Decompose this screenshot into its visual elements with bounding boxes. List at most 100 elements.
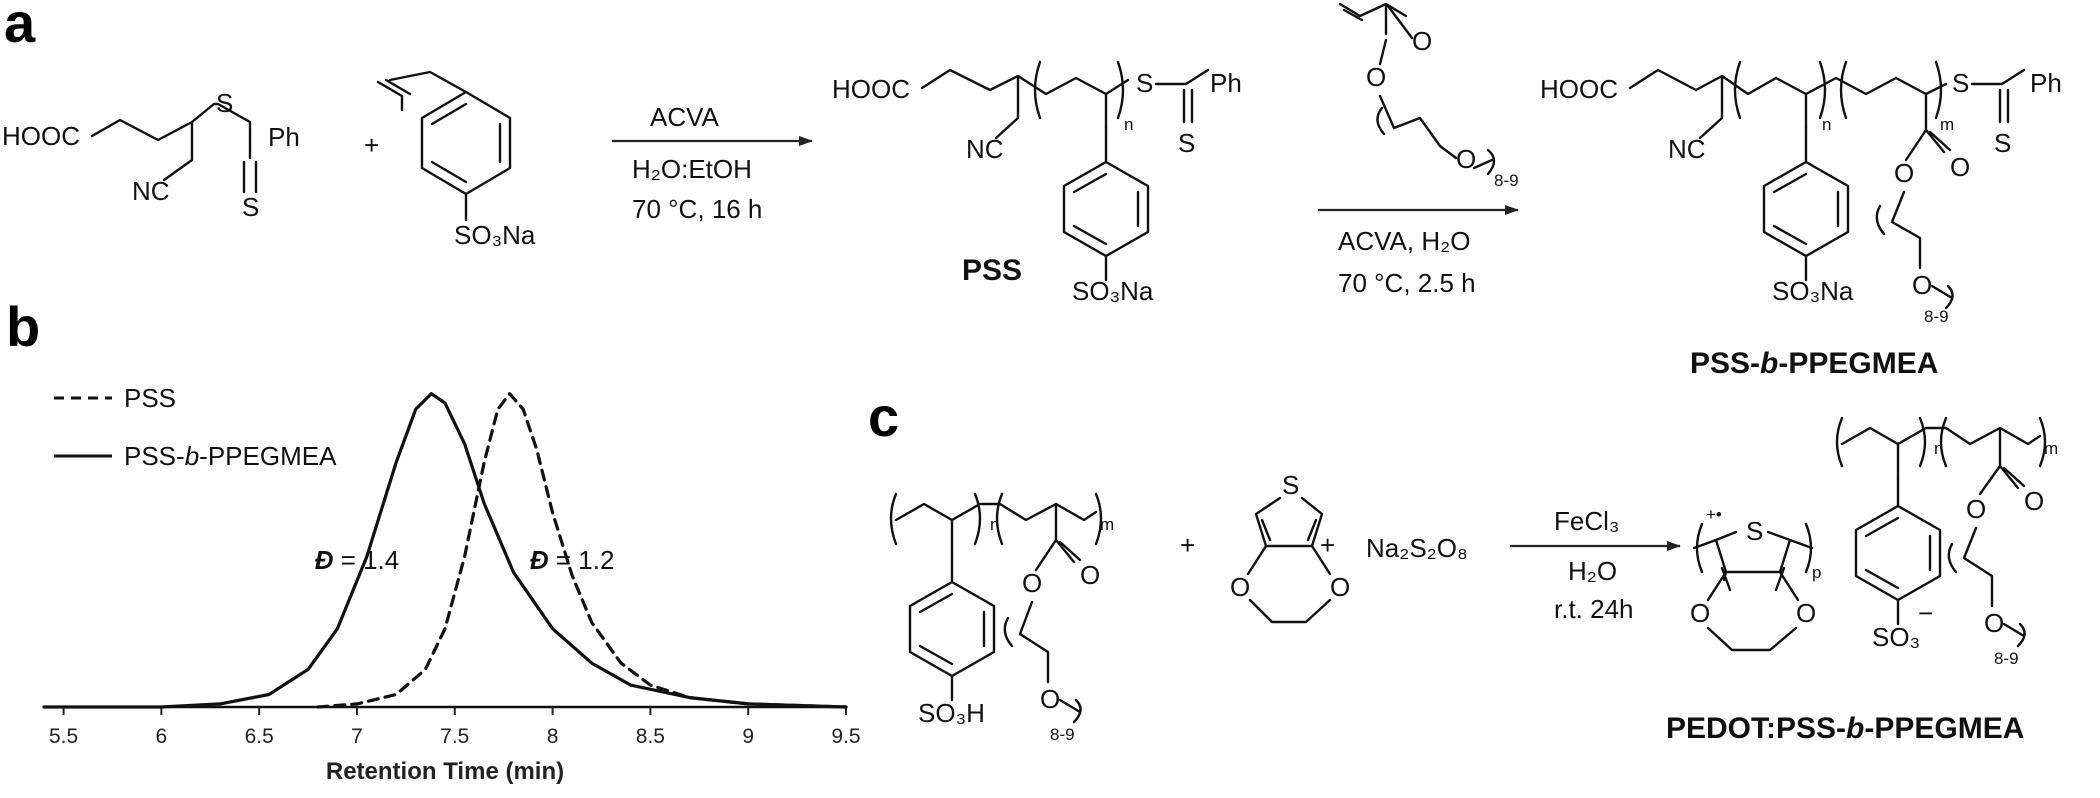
pss-ph-label: Ph <box>1210 68 1242 98</box>
persulfate-label: Na₂S₂O₈ <box>1366 533 1468 563</box>
x-tick-label: 8 <box>547 725 559 748</box>
product-so3na-label: SO₃Na <box>1772 276 1854 306</box>
step1-conditions: 70 °C, 16 h <box>632 194 762 224</box>
cta-thione-s-label: S <box>242 192 259 222</box>
step1-solvent: H₂O:EtOH <box>632 154 752 184</box>
acid-m-label: m <box>1100 515 1114 534</box>
legend-label-pss: PSS <box>124 383 176 413</box>
product-nc-label: NC <box>1668 134 1706 164</box>
anion-minus-label: − <box>1918 598 1933 628</box>
series-line-block-copolymer <box>42 392 848 709</box>
acid-so3h-label: SO₃H <box>918 698 985 728</box>
anion-repeat: 8-9 <box>1994 649 2019 668</box>
legend: PSS PSS-b-PPEGMEA <box>54 383 337 471</box>
product-n-label: n <box>1822 115 1831 134</box>
x-tick-label: 7 <box>351 725 363 748</box>
product-name: PSS-b-PPEGMEA <box>1690 347 1938 380</box>
dispersity-annotations: Đ = 1.4 Đ = 1.2 <box>315 545 615 575</box>
edot-s-label: S <box>1282 470 1299 500</box>
cta-structure: HOOC S Ph NC S <box>2 88 300 222</box>
anion-so3-label: SO₃ <box>1872 622 1920 652</box>
product-m-label: m <box>1940 115 1954 134</box>
step3-conditions: r.t. 24h <box>1554 594 1634 624</box>
product-hooc-label: HOOC <box>1540 74 1618 104</box>
acid-repeat: 8-9 <box>1050 725 1075 744</box>
panel-label-c: c <box>868 385 899 448</box>
panel-c: c n m SO₃H O O O 8-9 + S O O <box>868 385 2058 745</box>
step2-conditions: 70 °C, 2.5 h <box>1338 268 1476 298</box>
pss-hooc-label: HOOC <box>832 74 910 104</box>
block-copolymer-structure: HOOC n m S Ph S NC SO₃Na O O O 8-9 PSS-b… <box>1540 60 2062 380</box>
step3-solvent: H₂O <box>1568 556 1617 586</box>
step1-reagent: ACVA <box>650 102 720 132</box>
acid-n-label: n <box>990 515 999 534</box>
pss-nc-label: NC <box>966 134 1004 164</box>
anion-m-label: m <box>2044 439 2058 458</box>
acrylate-o-end: O <box>1456 144 1476 174</box>
x-axis-title: Retention Time (min) <box>326 758 564 785</box>
x-tick-label: 5.5 <box>49 725 78 748</box>
anion-n-label: n <box>1934 439 1943 458</box>
monomer-so3na-label: SO₃Na <box>454 220 536 250</box>
acrylate-o-carbonyl: O <box>1412 26 1432 56</box>
pss-so3na-label: SO₃Na <box>1072 276 1154 306</box>
series-layer <box>42 392 848 709</box>
anion-o-ester: O <box>1966 494 1986 524</box>
x-tick-label: 6.5 <box>245 725 274 748</box>
pss-n-label: n <box>1124 115 1133 134</box>
edot-o1-label: O <box>1230 572 1250 602</box>
plus-sign-2: + <box>1320 530 1335 560</box>
cta-s-label: S <box>216 88 233 118</box>
pedot-structure: +• S p O O <box>1690 505 1821 652</box>
product-ph-label: Ph <box>2030 68 2062 98</box>
product-o-carbonyl: O <box>1950 152 1970 182</box>
acrylate-o-ester: O <box>1366 62 1386 92</box>
plus-sign: + <box>364 130 379 160</box>
pedot-o1-label: O <box>1690 598 1710 628</box>
acrylate-repeat: 8-9 <box>1494 171 1519 190</box>
step3-reagent: FeCl₃ <box>1554 506 1619 536</box>
product-o-end: O <box>1912 270 1932 300</box>
pss-structure: HOOC n S Ph S NC SO₃Na PSS <box>832 60 1242 306</box>
plus-sign-1: + <box>1180 530 1195 560</box>
panel-label-a: a <box>4 0 36 54</box>
legend-label-block: PSS-b-PPEGMEA <box>124 441 337 471</box>
pedot-product-name: PEDOT:PSS-b-PPEGMEA <box>1666 712 2024 745</box>
product-s-label: S <box>1952 68 1969 98</box>
pedot-s-label: S <box>1746 516 1763 546</box>
acid-o-end: O <box>1040 684 1060 714</box>
x-tick-label: 9 <box>742 725 754 748</box>
step2-reagent: ACVA, H₂O <box>1338 226 1470 256</box>
product-o-ester: O <box>1894 158 1914 188</box>
edot-structure: S O O <box>1230 470 1350 624</box>
x-tick-label: 6 <box>156 725 168 748</box>
monomer-structure: SO₃Na <box>376 70 536 250</box>
dispersity-label-block: Đ = 1.4 <box>315 545 400 575</box>
series-line-pss <box>316 392 848 709</box>
product-thione-s-label: S <box>1994 128 2011 158</box>
cta-hooc-label: HOOC <box>2 121 80 151</box>
acid-copolymer-structure: n m SO₃H O O O 8-9 <box>889 492 1114 744</box>
anion-o-end: O <box>1984 608 2004 638</box>
x-tick-label: 9.5 <box>831 725 860 748</box>
anion-copolymer-structure: n m SO₃ − O O O 8-9 <box>1835 416 2058 668</box>
pss-s-label: S <box>1136 68 1153 98</box>
acid-o-ester: O <box>1022 568 1042 598</box>
pedot-charge-label: +• <box>1706 505 1722 524</box>
edot-o2-label: O <box>1330 572 1350 602</box>
acrylate-structure: O O O 8-9 <box>1338 2 1519 190</box>
anion-o-carbonyl: O <box>2024 486 2044 516</box>
panel-label-b: b <box>6 295 40 358</box>
pss-name: PSS <box>962 254 1022 287</box>
pedot-o2-label: O <box>1796 598 1816 628</box>
x-tick-label: 7.5 <box>440 725 469 748</box>
dispersity-label-pss: Đ = 1.2 <box>530 545 615 575</box>
acid-o-carbonyl: O <box>1080 560 1100 590</box>
cta-ph-label: Ph <box>268 122 300 152</box>
cta-nc-label: NC <box>132 176 170 206</box>
product-repeat: 8-9 <box>1924 307 1949 326</box>
pss-thione-s-label: S <box>1178 128 1195 158</box>
